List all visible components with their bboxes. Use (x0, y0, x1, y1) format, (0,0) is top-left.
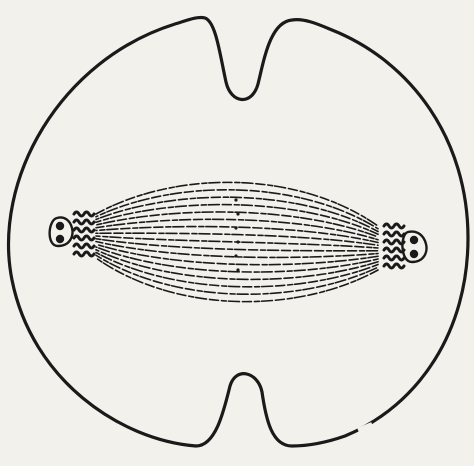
axis-dot (234, 198, 237, 201)
chromosome-squiggle (74, 252, 94, 256)
left-chromosome-cluster (74, 212, 94, 256)
axis-dot (234, 226, 237, 229)
axis-dot (236, 268, 239, 271)
chromosome-squiggle (74, 236, 94, 240)
chromosome-squiggle (74, 212, 94, 216)
chromosome-squiggle (384, 256, 404, 260)
chromosome-squiggle (74, 228, 94, 232)
spindle-fiber (96, 219, 378, 239)
chromosome-squiggle (384, 248, 404, 252)
axis-dot (234, 254, 237, 257)
chromosome-squiggle (74, 244, 94, 248)
chromosome-squiggle (74, 220, 94, 224)
right-chromosome-cluster (384, 224, 404, 268)
axis-dot (236, 240, 239, 243)
spindle-fiber (96, 244, 378, 264)
chromosome-squiggle (384, 232, 404, 236)
chromosome-squiggle (384, 224, 404, 228)
chromosome-squiggle (384, 264, 404, 268)
left-pole-centrioles (50, 217, 73, 246)
right-pole-centrioles (402, 232, 426, 262)
axis-dot (236, 212, 239, 215)
chromosome-squiggle (384, 240, 404, 244)
outline-break-mark (358, 424, 372, 430)
